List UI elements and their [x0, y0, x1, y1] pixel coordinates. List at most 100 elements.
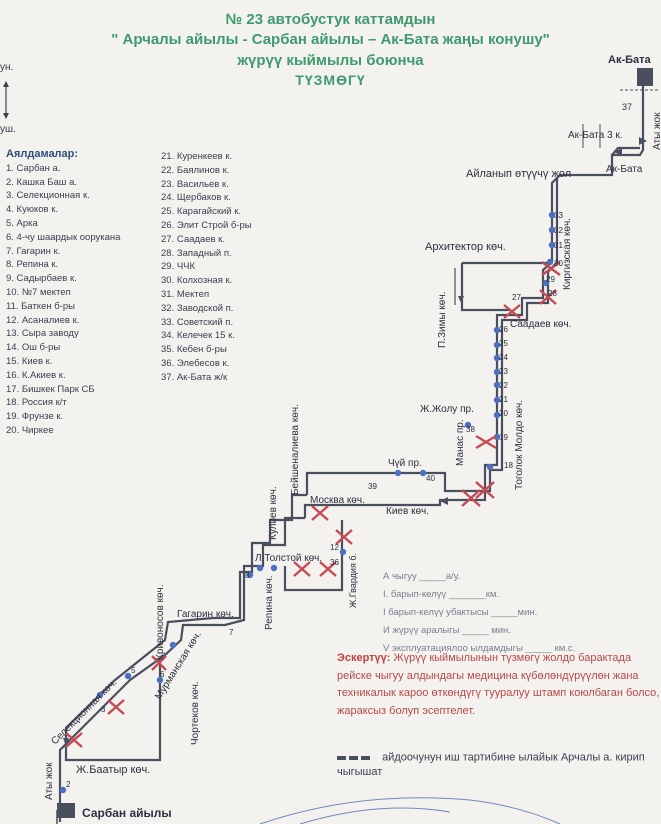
closed-stop-icon — [311, 505, 329, 521]
label-ak-bata-3: Ак-Бата 3 к. — [568, 130, 623, 141]
stop-item: 19. Фрунзе к. — [6, 411, 64, 423]
stop-number: 36 — [330, 558, 339, 567]
label-ak-bata-right: Ак-Бата — [606, 164, 643, 175]
stop-number: 2 — [66, 780, 71, 789]
stop-item: 28. Западный п. — [161, 247, 232, 259]
stop-dot — [156, 676, 164, 684]
label-repina: Репина көч. — [264, 575, 275, 630]
label-togolok: Тоголок Молдо көч. — [514, 400, 525, 490]
stop-item: 3. Селекционная к. — [6, 190, 90, 202]
label-gvard: Ж.Гвардия б. — [348, 553, 358, 608]
stop-dot — [270, 564, 278, 572]
stop-number: 32 — [554, 226, 563, 235]
arrow-icon — [63, 738, 69, 746]
closed-stop-icon — [461, 489, 481, 507]
stop-dot — [546, 258, 554, 266]
label-aty-jok-left: Аты жок — [44, 762, 55, 800]
stop-item: 34. Келечек 15 к. — [161, 330, 235, 342]
stop-dot — [419, 469, 427, 477]
stop-dot — [246, 571, 254, 579]
route-line-architect — [460, 261, 548, 312]
stop-dot — [256, 564, 264, 572]
stop-number: 25 — [499, 339, 508, 348]
label-aylanyp: Айланып өтүүчү жол — [466, 168, 571, 180]
stop-item: 21. Куренкеев к. — [161, 151, 233, 162]
stop-item: 26. Элит Строй б-ры — [161, 219, 252, 231]
closed-stop-icon — [475, 481, 495, 499]
stop-number: 23 — [499, 367, 508, 376]
form-line: V эксплуатациялоо ылдамдыгы _____ км.с. — [383, 643, 576, 654]
stop-number: 33 — [554, 211, 563, 220]
stop-dot — [548, 241, 556, 249]
stop-item: 12. Асаналиев к. — [6, 314, 80, 326]
stop-number: 20 — [499, 409, 508, 418]
stop-number: 6 — [160, 670, 165, 679]
route-line-return — [305, 178, 559, 495]
stop-item: 8. Репина к. — [6, 259, 59, 271]
closed-stop-icon — [335, 529, 353, 545]
closed-stop-icon — [151, 655, 167, 671]
stop-number: 5 — [131, 666, 136, 675]
stop-item: 35. Кебен б-ры — [161, 344, 227, 356]
label-krivonosov: Кривоносов көч. — [155, 584, 166, 660]
closed-stop-icon — [319, 561, 337, 577]
form-line: I барып-келүү убактысы _____мин. — [383, 607, 538, 618]
stop-dot — [486, 463, 494, 471]
stop-item: 18. Россия к/т — [6, 397, 67, 409]
stop-dot — [339, 548, 347, 556]
stops-header: Аялдамалар: — [6, 148, 79, 160]
legend-text: айдоочунун иш тартибине ылайык Арчалы а.… — [337, 751, 645, 779]
label-beyshen: Бейшеналиева көч. — [290, 404, 301, 495]
label-tolstoy: Л.Толстой көч. — [255, 553, 322, 564]
stop-dot — [464, 421, 472, 429]
stop-item: 22. Баялинов к. — [161, 164, 230, 176]
stop-item: 25. Карагайский к. — [161, 206, 242, 218]
stop-number: 39 — [368, 482, 377, 491]
stop-number: 19 — [499, 433, 508, 442]
label-chortekov: Чортеков көч. — [190, 681, 201, 745]
route-line-middle — [303, 261, 553, 518]
route-line-akbata3 — [611, 146, 640, 156]
label-baatyr: Ж.Баатыр көч. — [76, 764, 150, 776]
stop-item: 15. Киев к. — [6, 355, 53, 367]
stop-item: 14. Ош б-ры — [6, 342, 61, 354]
stop-item: 30. Колхозная к. — [161, 275, 233, 287]
stop-item: 37. Ак-Бата ж/к — [161, 371, 228, 383]
stop-dot — [169, 641, 177, 649]
label-kuliev: Кулиев көч. — [268, 486, 279, 540]
label-aty-jok-right: Аты жок — [652, 112, 661, 150]
closed-stop-icon — [107, 699, 125, 715]
stop-item: 33. Советский п. — [161, 316, 234, 328]
closed-stop-crosses — [65, 261, 561, 748]
closed-stop-icon — [65, 732, 83, 748]
map-title-line3: жүрүү кыймылы боюнча — [237, 52, 424, 69]
label-jjolu: Ж.Жолу пр. — [420, 404, 474, 415]
terminal-ak-bata-icon — [637, 68, 653, 86]
map-title-line4: ТҮЗМӨГҮ — [295, 72, 366, 88]
stop-dot — [59, 786, 67, 794]
label-kiev: Киев көч. — [386, 506, 429, 517]
stop-number: 24 — [499, 353, 508, 362]
form-line: И жүрүү аралыгы _____ мин. — [383, 625, 511, 636]
arrow-icon — [639, 137, 647, 145]
stop-item: 4. Куюков к. — [6, 204, 58, 216]
stop-number: 7 — [229, 628, 234, 637]
label-kirgizskaya: Киргизская көч. — [562, 218, 573, 290]
label-manas: Манас пр. — [455, 419, 466, 466]
stop-number: 12 — [330, 543, 339, 552]
edge-text-bottom: уш. — [0, 124, 16, 135]
arrow-icon — [458, 296, 464, 303]
closed-stop-icon — [539, 289, 557, 305]
stop-item: 9. Садырбаев к. — [6, 273, 77, 285]
form-line: А чыгуу _____а/у. — [383, 571, 461, 582]
stop-dot — [493, 396, 501, 404]
stop-item: 31. Мектеп — [161, 288, 210, 300]
terminal-sarban-icon — [57, 803, 75, 818]
stops-list-1: Аялдамалар: 1. Сарбан а. 2. Кашка Баш а.… — [6, 148, 120, 438]
stop-item: 2. Кашка Баш а. — [6, 176, 77, 188]
stop-number: 27 — [512, 293, 521, 302]
stop-dot — [548, 211, 556, 219]
stop-number: 29 — [546, 275, 555, 284]
label-chuy: Чүй пр. — [388, 458, 422, 469]
closed-stop-icon — [293, 561, 311, 577]
